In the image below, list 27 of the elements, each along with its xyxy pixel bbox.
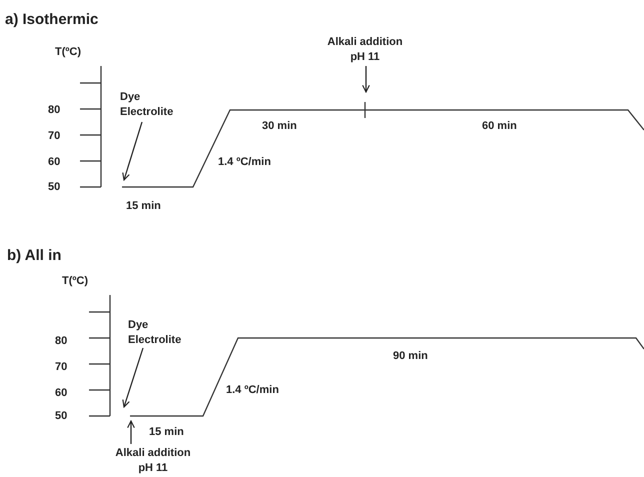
tick-label: 70 xyxy=(48,129,60,144)
axis-label: T(ºC) xyxy=(55,45,82,60)
duration-label: 15 min xyxy=(149,425,184,440)
tick-label: 60 xyxy=(55,386,68,401)
duration-label: 15 min xyxy=(126,199,161,214)
annotation-text: Dye Electrolite xyxy=(128,318,188,348)
arrow xyxy=(122,348,144,408)
annotation-text: Alkali addition pH 11 xyxy=(320,35,410,65)
tick-label: 80 xyxy=(55,334,68,349)
tick-label: 50 xyxy=(55,409,68,424)
arrow xyxy=(122,122,143,181)
annotation-text: Alkali addition pH 11 xyxy=(108,446,198,476)
tick-label: 50 xyxy=(48,180,60,195)
arrow xyxy=(127,420,135,444)
tick-label: 80 xyxy=(48,103,60,118)
tick-label: 60 xyxy=(48,155,60,170)
rate-label: 1.4 ºC/min xyxy=(218,155,271,170)
rate-label: 1.4 ºC/min xyxy=(226,383,279,398)
duration-label: 30 min xyxy=(262,119,297,134)
panel-title: a) Isothermic xyxy=(5,12,98,27)
arrow xyxy=(362,66,370,93)
panel-title: b) All in xyxy=(7,248,62,263)
axis-label: T(ºC) xyxy=(62,274,88,289)
duration-label: 90 min xyxy=(393,349,428,364)
annotation-text: Dye Electrolite xyxy=(120,90,180,120)
tick-label: 70 xyxy=(55,360,68,375)
duration-label: 60 min xyxy=(482,119,517,134)
